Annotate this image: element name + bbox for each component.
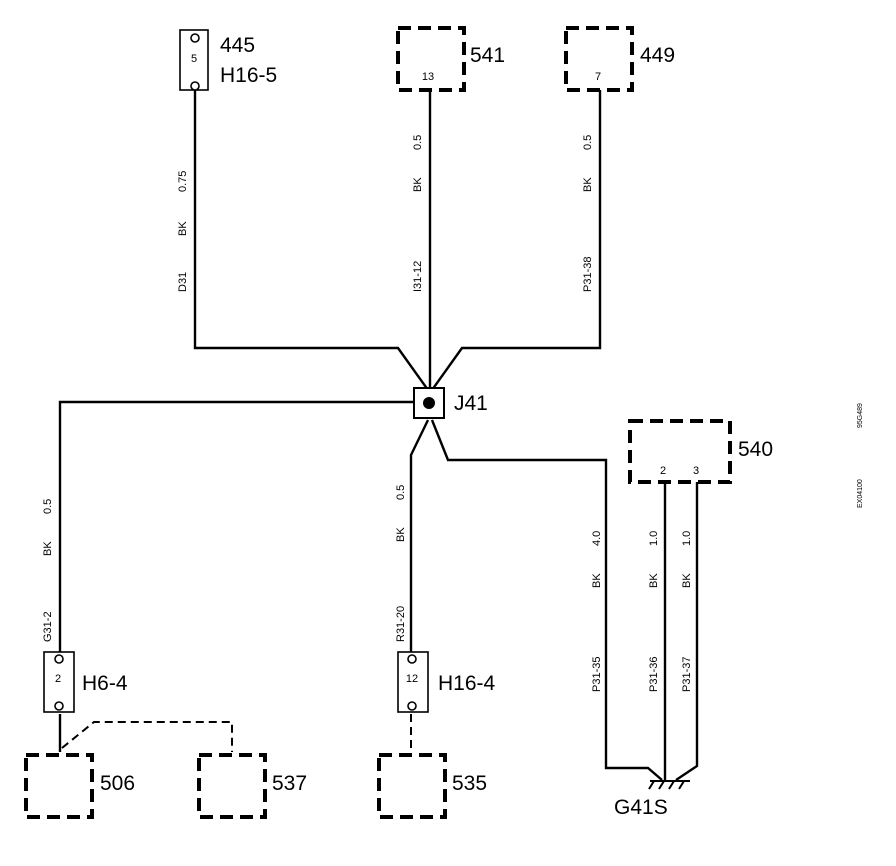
wire-size-label: 0.5 — [395, 485, 407, 500]
component-label-506: 506 — [100, 772, 135, 795]
wire-p31-37 — [675, 482, 699, 781]
pin-hole-bottom-icon — [54, 701, 64, 711]
wire-size-label: 0.5 — [42, 499, 54, 514]
wire-size-label: 1.0 — [648, 531, 660, 546]
wire-size-label: 1.0 — [681, 531, 693, 546]
wire-color-label: BK — [648, 573, 660, 588]
wire-p31-38 — [431, 90, 602, 391]
pin-hole-top-icon — [190, 33, 200, 43]
component-537 — [197, 753, 267, 819]
wire-color-label: BK — [681, 573, 693, 588]
pin-hole-bottom-icon — [190, 81, 200, 91]
wire-id-label: P31-35 — [591, 657, 603, 692]
ground-symbol-icon — [648, 780, 690, 790]
wire-color-label: BK — [412, 177, 424, 192]
pin-label-540-b: 3 — [693, 465, 699, 477]
pin-hole-top-icon — [407, 654, 417, 664]
connector-label-h6-4: H6-4 — [82, 672, 128, 695]
wire-color-label: BK — [591, 573, 603, 588]
wire-color-label: BK — [582, 177, 594, 192]
pin-hole-bottom-icon — [407, 701, 417, 711]
connector-label-h16-4: H16-4 — [438, 672, 496, 695]
wire-color-label: BK — [42, 541, 54, 556]
wire-g31-2 — [58, 400, 414, 652]
pin-hole-top-icon — [54, 654, 64, 664]
wire-size-label: 0.5 — [582, 135, 594, 150]
wire-id-label: G31-2 — [42, 611, 54, 642]
pin-label-541: 13 — [422, 71, 434, 83]
pin-label-h16-4: 12 — [406, 673, 418, 685]
component-label-535: 535 — [452, 772, 487, 795]
wire-d31 — [193, 90, 429, 391]
wire-size-label: 0.5 — [412, 135, 424, 150]
component-label-445: 445 — [220, 34, 255, 57]
wire-id-label: I31-12 — [412, 261, 424, 292]
splice-dot-icon — [423, 397, 435, 409]
connector-label-h16-5: H16-5 — [220, 64, 277, 87]
component-label-541: 541 — [470, 44, 505, 67]
wire-id-label: P31-37 — [681, 657, 693, 692]
component-label-540: 540 — [738, 438, 773, 461]
wire-id-label: D31 — [177, 272, 189, 292]
wire-p31-35 — [430, 419, 663, 781]
dashed-link-506-537 — [61, 721, 233, 752]
pin-label-h6-4: 2 — [55, 673, 61, 685]
component-449 — [564, 26, 634, 92]
wire-size-label: 4.0 — [591, 531, 603, 546]
component-535 — [377, 753, 447, 819]
wire-id-label: R31-20 — [395, 606, 407, 642]
pin-label-540-a: 2 — [660, 465, 666, 477]
ground-label-g41s: G41S — [614, 796, 668, 819]
component-label-449: 449 — [640, 44, 675, 67]
side-code-2: EX04100 — [857, 479, 864, 508]
splice-label-j41: J41 — [454, 392, 488, 415]
side-code-1: 95G489 — [857, 403, 864, 428]
wire-color-label: BK — [177, 221, 189, 236]
component-label-537: 537 — [272, 772, 307, 795]
component-506 — [24, 753, 94, 819]
wire-color-label: BK — [395, 527, 407, 542]
component-540 — [628, 419, 732, 484]
wire-r31-20 — [409, 419, 430, 652]
wire-id-label: P31-38 — [582, 257, 594, 292]
wire-id-label: P31-36 — [648, 657, 660, 692]
pin-label-445: 5 — [191, 53, 197, 65]
component-541 — [396, 26, 466, 92]
pin-label-449: 7 — [595, 71, 601, 83]
wire-size-label: 0.75 — [177, 171, 189, 192]
